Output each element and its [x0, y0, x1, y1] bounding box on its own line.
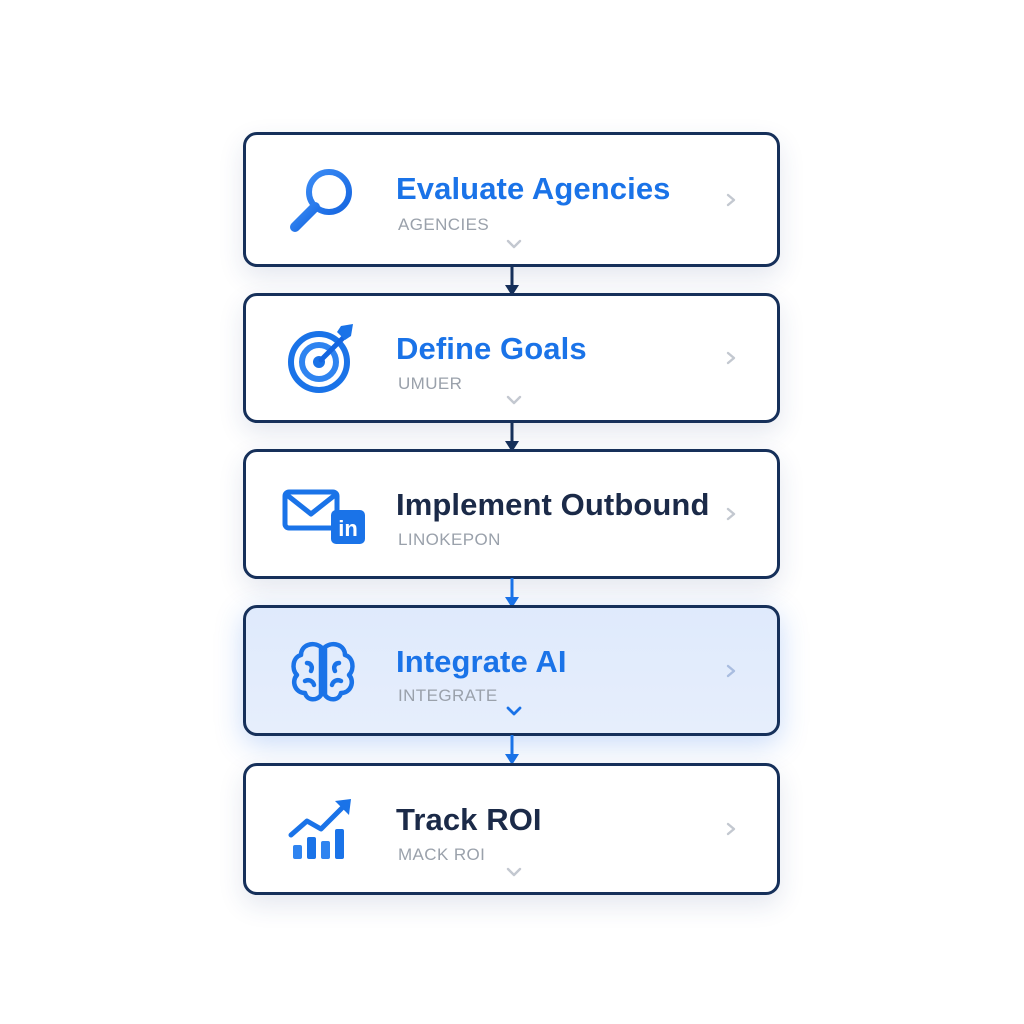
- linkedin-logo-text: in: [338, 516, 358, 541]
- step-card-integrate-ai[interactable]: Integrate AI INTEGRATE: [243, 605, 780, 736]
- chevron-down-icon[interactable]: [505, 394, 523, 406]
- chevron-right-icon[interactable]: [723, 350, 739, 366]
- chevron-down-icon[interactable]: [505, 866, 523, 878]
- flow-arrow: [504, 578, 520, 610]
- step-subtitle: MACK ROI: [398, 845, 486, 864]
- chevron-down-icon[interactable]: [505, 705, 523, 717]
- brain-icon: [281, 629, 365, 713]
- step-title: Evaluate Agencies: [396, 171, 671, 206]
- growth-chart-icon: [281, 787, 365, 871]
- step-title: Integrate AI: [396, 644, 567, 679]
- chevron-right-icon[interactable]: [723, 506, 739, 522]
- step-title: Define Goals: [396, 331, 587, 366]
- chevron-right-icon[interactable]: [723, 663, 739, 679]
- flow-arrow: [504, 735, 520, 767]
- step-card-evaluate-agencies[interactable]: Evaluate Agencies AGENCIES: [243, 132, 780, 267]
- chevron-right-icon[interactable]: [723, 821, 739, 837]
- step-subtitle: UMUER: [398, 374, 463, 393]
- flow-arrow: [504, 266, 520, 298]
- chevron-right-icon[interactable]: [723, 192, 739, 208]
- magnifying-glass-icon: [281, 158, 365, 242]
- step-title: Track ROI: [396, 802, 542, 837]
- target-icon: [281, 316, 365, 400]
- step-card-define-goals[interactable]: Define Goals UMUER: [243, 293, 780, 423]
- step-subtitle: AGENCIES: [398, 215, 490, 234]
- email-linkedin-icon: in: [281, 472, 365, 556]
- step-subtitle: INTEGRATE: [398, 686, 498, 705]
- step-card-implement-outbound[interactable]: in Implement Outbound LINOKEPON: [243, 449, 780, 579]
- step-title: Implement Outbound: [396, 487, 710, 522]
- chevron-down-icon[interactable]: [505, 238, 523, 250]
- step-card-track-roi[interactable]: Track ROI MACK ROI: [243, 763, 780, 895]
- flow-arrow: [504, 422, 520, 454]
- step-subtitle: LINOKEPON: [398, 530, 501, 549]
